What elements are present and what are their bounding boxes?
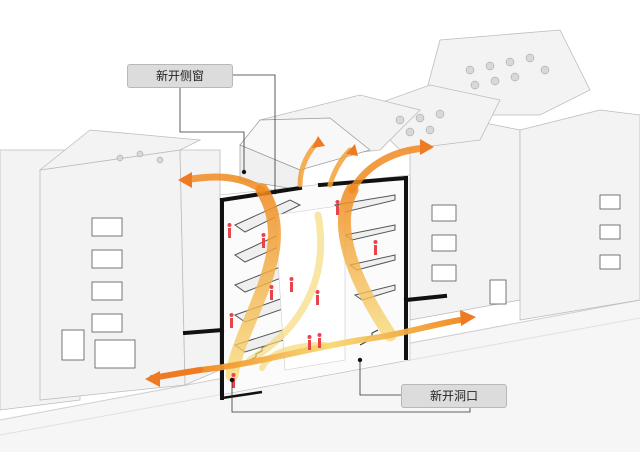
rooftop-furniture [116,53,550,164]
person-figure-icon [227,200,378,388]
left-building-windows [61,217,136,369]
airflow-arrow-icon [145,136,476,387]
side-window-label: 新开侧窗 [127,64,233,88]
section-building [182,117,448,400]
context-building-left [0,129,221,411]
leader-dots [229,169,363,383]
right-building-windows [431,194,621,305]
airflow-arcs [149,139,463,382]
opening-label: 新开洞口 [401,384,507,408]
